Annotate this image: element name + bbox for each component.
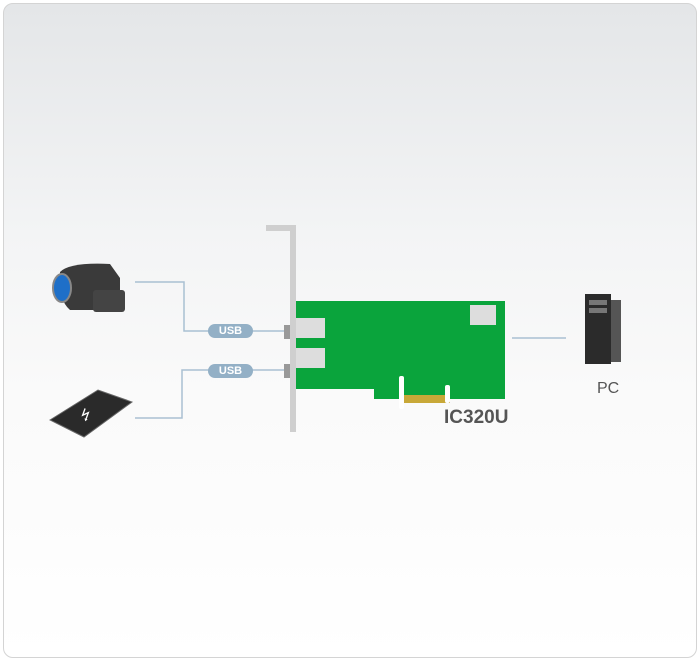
pci-bracket <box>266 225 296 432</box>
usb-port-label: USB <box>208 364 253 378</box>
pcb-card <box>296 301 505 409</box>
camcorder-cable <box>135 281 285 332</box>
usb-drive-cable <box>135 369 285 419</box>
camcorder-icon <box>52 263 125 312</box>
pc-label: PC <box>597 380 620 397</box>
pc-tower-icon <box>585 294 621 364</box>
usb-port-label: USB <box>208 324 253 338</box>
usb-drive-icon: ⭍ <box>48 389 134 438</box>
card-model-label: IC320U <box>444 407 509 428</box>
